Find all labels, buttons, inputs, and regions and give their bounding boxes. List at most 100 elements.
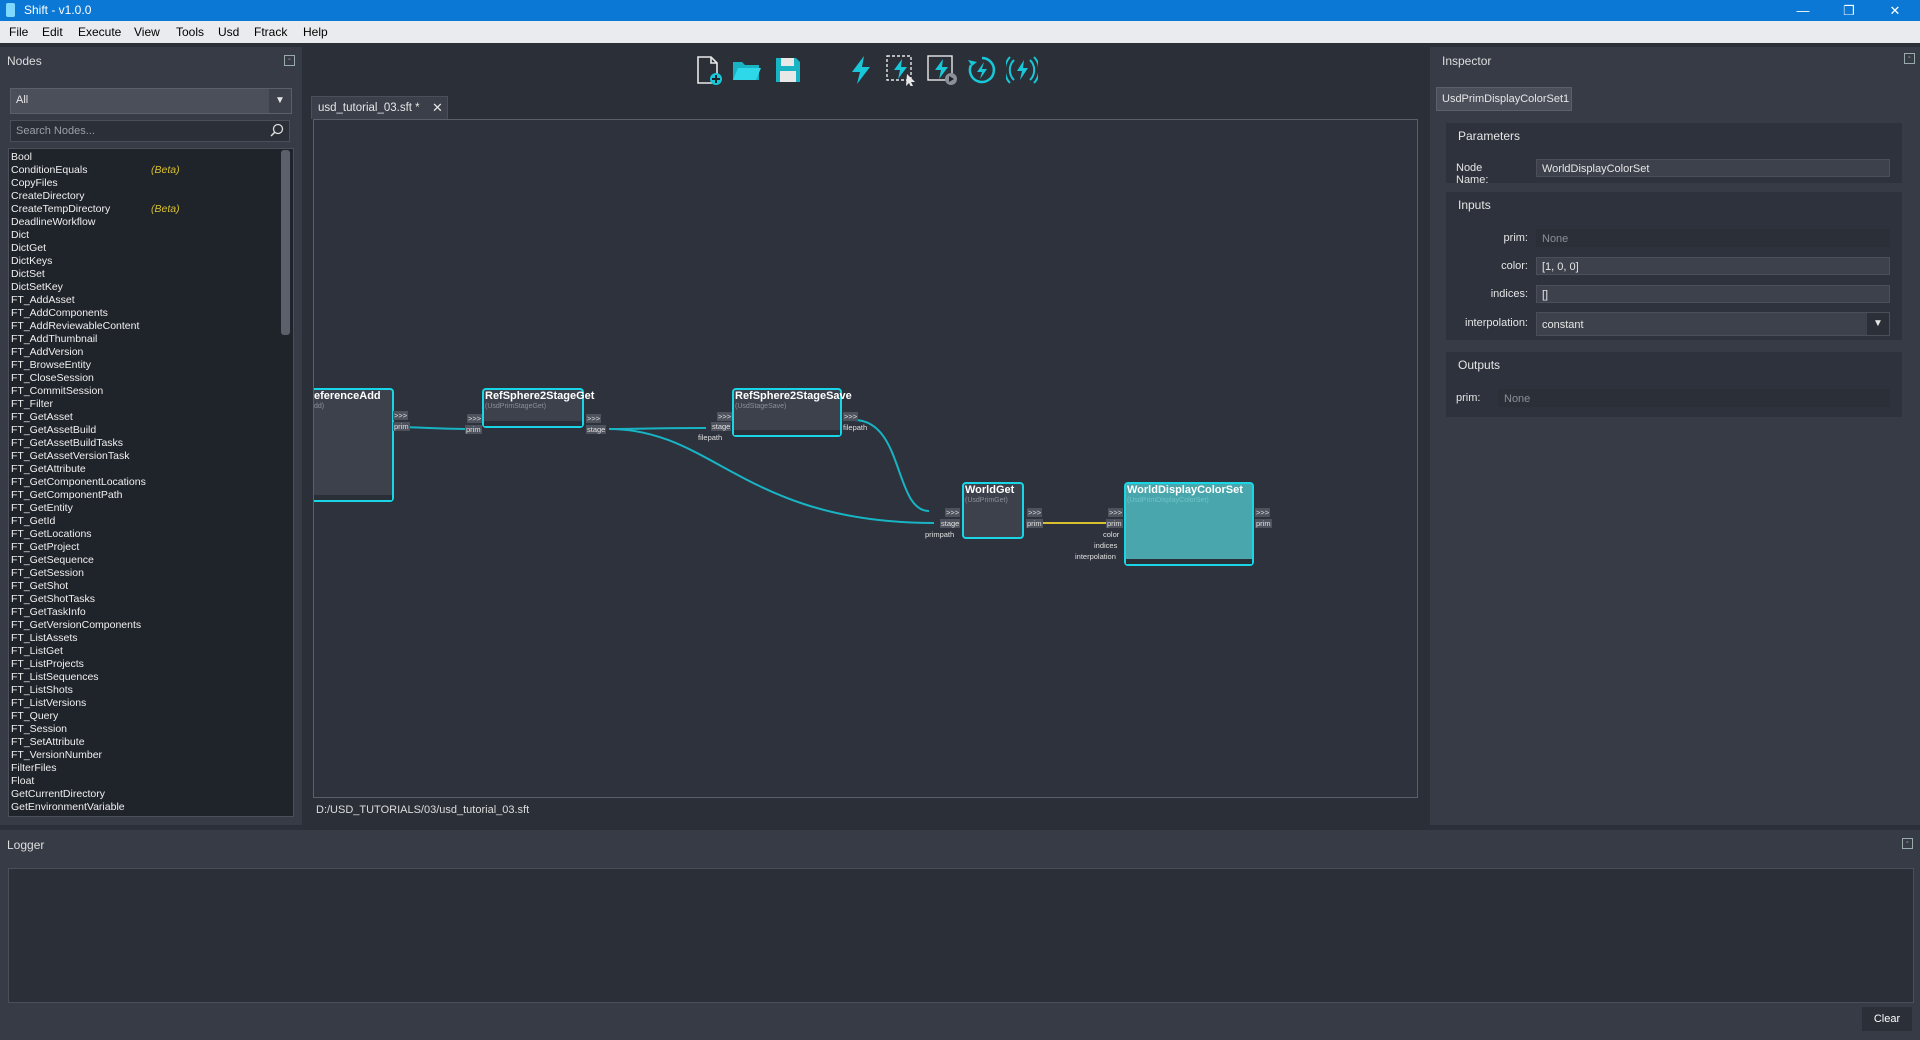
- list-item[interactable]: FT_ListAssets: [11, 632, 78, 645]
- list-item[interactable]: FT_GetVersionComponents: [11, 619, 141, 632]
- list-item[interactable]: FT_GetProject: [11, 541, 79, 554]
- list-item[interactable]: DeadlineWorkflow: [11, 216, 95, 229]
- clear-log-button[interactable]: Clear: [1862, 1007, 1912, 1031]
- list-item[interactable]: FT_GetAssetBuildTasks: [11, 437, 123, 450]
- exec-in-port[interactable]: >>>: [467, 414, 482, 423]
- list-item[interactable]: Float: [11, 775, 34, 788]
- interpolation-select[interactable]: constant ▼: [1536, 312, 1890, 336]
- graph-node-worldget[interactable]: WorldGet (UsdPrimGet): [962, 482, 1024, 539]
- list-item[interactable]: FT_ListShots: [11, 684, 73, 697]
- input-indices-field[interactable]: []: [1536, 285, 1890, 303]
- list-item[interactable]: DictGet: [11, 242, 46, 255]
- list-item[interactable]: FT_GetId: [11, 515, 55, 528]
- list-item[interactable]: FT_AddThumbnail: [11, 333, 97, 346]
- list-item[interactable]: FT_AddReviewableContent: [11, 320, 139, 333]
- tab-usd-tutorial[interactable]: usd_tutorial_03.sft * ✕: [311, 96, 448, 119]
- list-item[interactable]: FT_ListProjects: [11, 658, 84, 671]
- list-item[interactable]: ConditionEquals(Beta): [11, 164, 87, 177]
- list-item[interactable]: FT_GetComponentPath: [11, 489, 122, 502]
- port-interpolation-in[interactable]: interpolation: [1075, 552, 1116, 561]
- list-item[interactable]: FT_GetShot: [11, 580, 68, 593]
- logger-output[interactable]: [8, 868, 1914, 1003]
- list-item[interactable]: FT_GetShotTasks: [11, 593, 95, 606]
- port-prim-out[interactable]: prim: [1255, 519, 1272, 528]
- port-stage-in[interactable]: stage: [711, 422, 731, 431]
- list-item[interactable]: DictKeys: [11, 255, 52, 268]
- port-color-in[interactable]: color: [1103, 530, 1119, 539]
- list-item[interactable]: FilterFiles: [11, 762, 57, 775]
- node-list-scrollbar[interactable]: [281, 150, 290, 335]
- list-item[interactable]: FT_GetAsset: [11, 411, 73, 424]
- list-item[interactable]: FT_GetSession: [11, 567, 84, 580]
- output-prim-field[interactable]: None: [1498, 389, 1890, 407]
- exec-out-port[interactable]: >>>: [1255, 508, 1270, 517]
- list-item[interactable]: FT_Session: [11, 723, 67, 736]
- input-color-field[interactable]: [1, 0, 0]: [1536, 257, 1890, 275]
- list-item[interactable]: FT_VersionNumber: [11, 749, 102, 762]
- node-search-input[interactable]: [10, 120, 290, 142]
- list-item[interactable]: FT_Query: [11, 710, 58, 723]
- port-filepath-in[interactable]: filepath: [698, 433, 722, 442]
- list-item[interactable]: FT_GetSequence: [11, 554, 94, 567]
- list-item[interactable]: GetCurrentDirectory: [11, 788, 105, 801]
- menu-edit[interactable]: Edit: [42, 25, 63, 39]
- menu-file[interactable]: File: [9, 25, 28, 39]
- exec-out-port[interactable]: >>>: [843, 412, 858, 421]
- list-item[interactable]: Dict: [11, 229, 29, 242]
- inspector-node-tab[interactable]: UsdPrimDisplayColorSet1: [1436, 87, 1572, 111]
- list-item[interactable]: Bool: [11, 151, 32, 164]
- exec-in-port[interactable]: >>>: [945, 508, 960, 517]
- list-item[interactable]: FT_GetEntity: [11, 502, 73, 515]
- save-icon[interactable]: [772, 54, 804, 86]
- list-item[interactable]: FT_CommitSession: [11, 385, 103, 398]
- list-item[interactable]: FT_AddComponents: [11, 307, 108, 320]
- menu-ftrack[interactable]: Ftrack: [254, 25, 287, 39]
- list-item[interactable]: DictSet: [11, 268, 45, 281]
- list-item[interactable]: FT_ListVersions: [11, 697, 86, 710]
- refresh-execute-icon[interactable]: [966, 54, 998, 86]
- list-item[interactable]: CopyFiles: [11, 177, 58, 190]
- port-primpath-in[interactable]: primpath: [925, 530, 954, 539]
- port-prim-out[interactable]: prim: [393, 422, 410, 431]
- new-file-icon[interactable]: [692, 54, 724, 86]
- list-item[interactable]: FT_BrowseEntity: [11, 359, 91, 372]
- exec-out-port[interactable]: >>>: [1027, 508, 1042, 517]
- list-item[interactable]: FT_Filter: [11, 398, 53, 411]
- exec-out-port[interactable]: >>>: [393, 411, 408, 420]
- list-item[interactable]: FT_GetAttribute: [11, 463, 86, 476]
- chevron-down-icon[interactable]: ▼: [269, 89, 291, 113]
- list-item[interactable]: FT_GetTaskInfo: [11, 606, 86, 619]
- list-item[interactable]: CreateTempDirectory(Beta): [11, 203, 110, 216]
- exec-out-port[interactable]: >>>: [586, 414, 601, 423]
- restore-button[interactable]: ❐: [1826, 0, 1872, 21]
- exec-in-port[interactable]: >>>: [717, 412, 732, 421]
- menu-help[interactable]: Help: [303, 25, 328, 39]
- chevron-down-icon[interactable]: ▼: [1867, 313, 1889, 335]
- list-item[interactable]: FT_CloseSession: [11, 372, 94, 385]
- list-item[interactable]: FT_AddAsset: [11, 294, 75, 307]
- live-execute-icon[interactable]: [1006, 54, 1038, 86]
- list-item[interactable]: FT_ListSequences: [11, 671, 99, 684]
- port-stage-in[interactable]: stage: [940, 519, 960, 528]
- port-prim-out[interactable]: prim: [1026, 519, 1043, 528]
- list-item[interactable]: FT_GetAssetVersionTask: [11, 450, 129, 463]
- list-item[interactable]: FT_GetComponentLocations: [11, 476, 146, 489]
- port-prim-in[interactable]: prim: [1106, 519, 1123, 528]
- port-indices-in[interactable]: indices: [1094, 541, 1117, 550]
- list-item[interactable]: FT_SetAttribute: [11, 736, 85, 749]
- list-item[interactable]: GetEnvironmentVariable: [11, 801, 125, 814]
- input-prim-field[interactable]: None: [1536, 229, 1890, 247]
- list-item[interactable]: CreateDirectory: [11, 190, 85, 203]
- graph-node-worlddisplaycolorset[interactable]: WorldDisplayColorSet (UsdPrimDisplayColo…: [1124, 482, 1254, 566]
- menu-tools[interactable]: Tools: [176, 25, 204, 39]
- float-panel-icon[interactable]: ▫: [1904, 53, 1915, 64]
- close-window-button[interactable]: ✕: [1872, 0, 1918, 21]
- list-item[interactable]: FT_ListGet: [11, 645, 63, 658]
- port-filepath-out[interactable]: filepath: [843, 423, 867, 432]
- execute-step-icon[interactable]: [926, 54, 958, 86]
- exec-in-port[interactable]: >>>: [1108, 508, 1123, 517]
- open-folder-icon[interactable]: [731, 54, 763, 86]
- float-panel-icon[interactable]: ▫: [1902, 838, 1913, 849]
- float-panel-icon[interactable]: ▫: [284, 55, 295, 66]
- menu-usd[interactable]: Usd: [218, 25, 239, 39]
